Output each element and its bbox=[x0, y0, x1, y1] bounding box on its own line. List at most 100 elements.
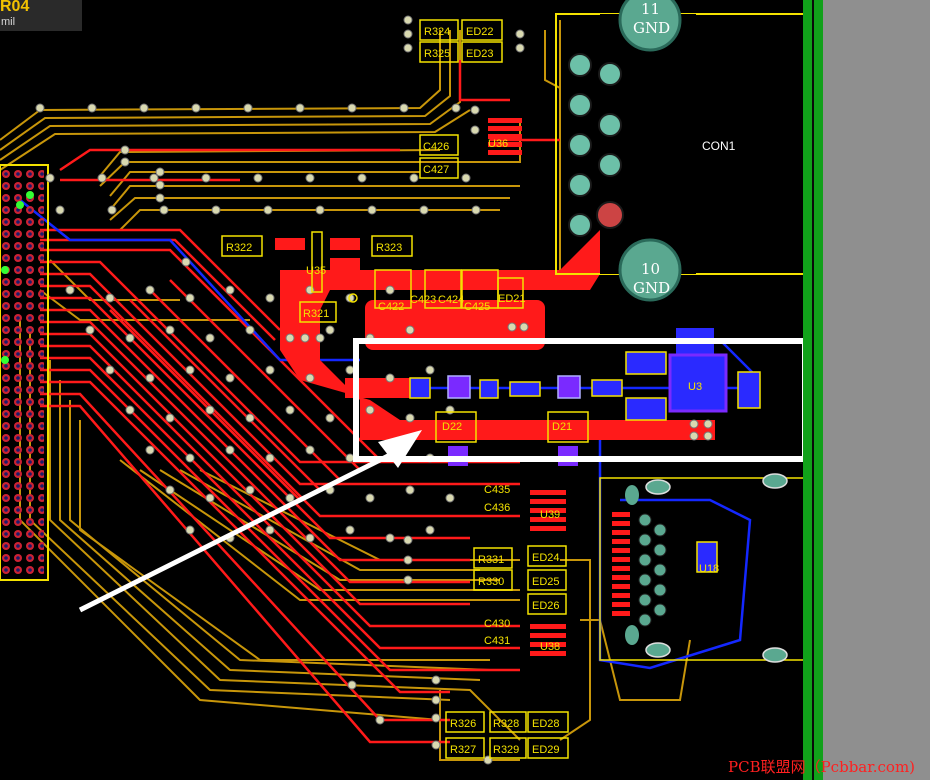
usb-connector-pins[interactable] bbox=[612, 512, 630, 616]
via bbox=[205, 405, 215, 415]
u39-package[interactable] bbox=[530, 490, 566, 531]
via bbox=[470, 125, 480, 135]
via bbox=[205, 333, 215, 343]
label-r321: R321 bbox=[303, 308, 329, 320]
label-d21: D21 bbox=[552, 421, 572, 433]
via bbox=[471, 205, 481, 215]
power-section-parts[interactable] bbox=[409, 328, 761, 573]
via bbox=[470, 105, 480, 115]
via bbox=[305, 445, 315, 455]
via bbox=[689, 431, 699, 441]
via bbox=[159, 205, 169, 215]
label-ed22: ED22 bbox=[466, 26, 494, 38]
via bbox=[431, 695, 441, 705]
via bbox=[405, 413, 415, 423]
label-u3: U3 bbox=[688, 381, 702, 393]
gnd-bottom-name: GND bbox=[633, 279, 670, 297]
label-u35: U35 bbox=[306, 265, 326, 277]
via bbox=[519, 322, 529, 332]
via bbox=[205, 493, 215, 503]
via bbox=[451, 103, 461, 113]
label-c425: C425 bbox=[464, 301, 490, 313]
via bbox=[461, 173, 471, 183]
via bbox=[399, 103, 409, 113]
label-r323: R323 bbox=[376, 242, 402, 254]
via bbox=[265, 525, 275, 535]
via bbox=[185, 293, 195, 303]
u36-package[interactable] bbox=[488, 118, 522, 155]
label-ed21: ED21 bbox=[498, 293, 526, 305]
via bbox=[403, 43, 413, 53]
via bbox=[515, 29, 525, 39]
top-trace-bus-diagonal bbox=[40, 60, 560, 744]
gnd-top-number: 11 bbox=[641, 0, 660, 18]
via bbox=[367, 205, 377, 215]
label-r327: R327 bbox=[450, 744, 476, 756]
via bbox=[445, 405, 455, 415]
via bbox=[45, 173, 55, 183]
watermark-text: PCB联盟网（Pcbbar.com) bbox=[728, 758, 916, 776]
left-pin-header[interactable] bbox=[0, 164, 49, 581]
via bbox=[403, 555, 413, 565]
via bbox=[345, 525, 355, 535]
label-u39: U39 bbox=[540, 509, 560, 521]
via bbox=[165, 413, 175, 423]
label-r330: R330 bbox=[478, 576, 504, 588]
label-ed23: ED23 bbox=[466, 48, 494, 60]
label-c431: C431 bbox=[484, 635, 510, 647]
via bbox=[403, 535, 413, 545]
via bbox=[403, 29, 413, 39]
via bbox=[105, 293, 115, 303]
via bbox=[305, 533, 315, 543]
via bbox=[345, 453, 355, 463]
label-r331: R331 bbox=[478, 554, 504, 566]
label-con1: CON1 bbox=[702, 139, 736, 153]
via-field bbox=[35, 15, 713, 765]
via bbox=[365, 405, 375, 415]
via bbox=[185, 453, 195, 463]
label-u38: U38 bbox=[540, 641, 560, 653]
gnd-pad-top[interactable] bbox=[618, 0, 682, 52]
label-c427: C427 bbox=[423, 164, 449, 176]
via bbox=[385, 373, 395, 383]
via bbox=[155, 193, 165, 203]
via bbox=[300, 333, 310, 343]
ic-packages[interactable] bbox=[488, 118, 788, 663]
via bbox=[253, 173, 263, 183]
u38-package[interactable] bbox=[530, 624, 566, 656]
via bbox=[405, 485, 415, 495]
via bbox=[55, 205, 65, 215]
via bbox=[125, 405, 135, 415]
via bbox=[345, 293, 355, 303]
via bbox=[265, 293, 275, 303]
via bbox=[120, 145, 130, 155]
label-c430: C430 bbox=[484, 618, 510, 630]
via bbox=[225, 445, 235, 455]
unit-label: mil bbox=[1, 16, 16, 28]
via bbox=[409, 173, 419, 183]
gnd-pad-bottom[interactable] bbox=[618, 238, 682, 302]
via bbox=[689, 419, 699, 429]
via bbox=[97, 173, 107, 183]
via bbox=[155, 167, 165, 177]
via bbox=[483, 755, 493, 765]
gnd-bottom-number: 10 bbox=[641, 260, 660, 278]
via bbox=[105, 365, 115, 375]
via bbox=[285, 333, 295, 343]
via bbox=[347, 680, 357, 690]
via bbox=[325, 413, 335, 423]
via bbox=[315, 333, 325, 343]
via bbox=[285, 405, 295, 415]
via bbox=[125, 333, 135, 343]
via bbox=[507, 322, 517, 332]
via bbox=[181, 257, 191, 267]
board-outline-line bbox=[812, 0, 814, 780]
con1-connector[interactable] bbox=[555, 0, 883, 302]
via bbox=[225, 285, 235, 295]
via bbox=[365, 493, 375, 503]
via bbox=[385, 285, 395, 295]
via bbox=[139, 103, 149, 113]
via bbox=[347, 103, 357, 113]
